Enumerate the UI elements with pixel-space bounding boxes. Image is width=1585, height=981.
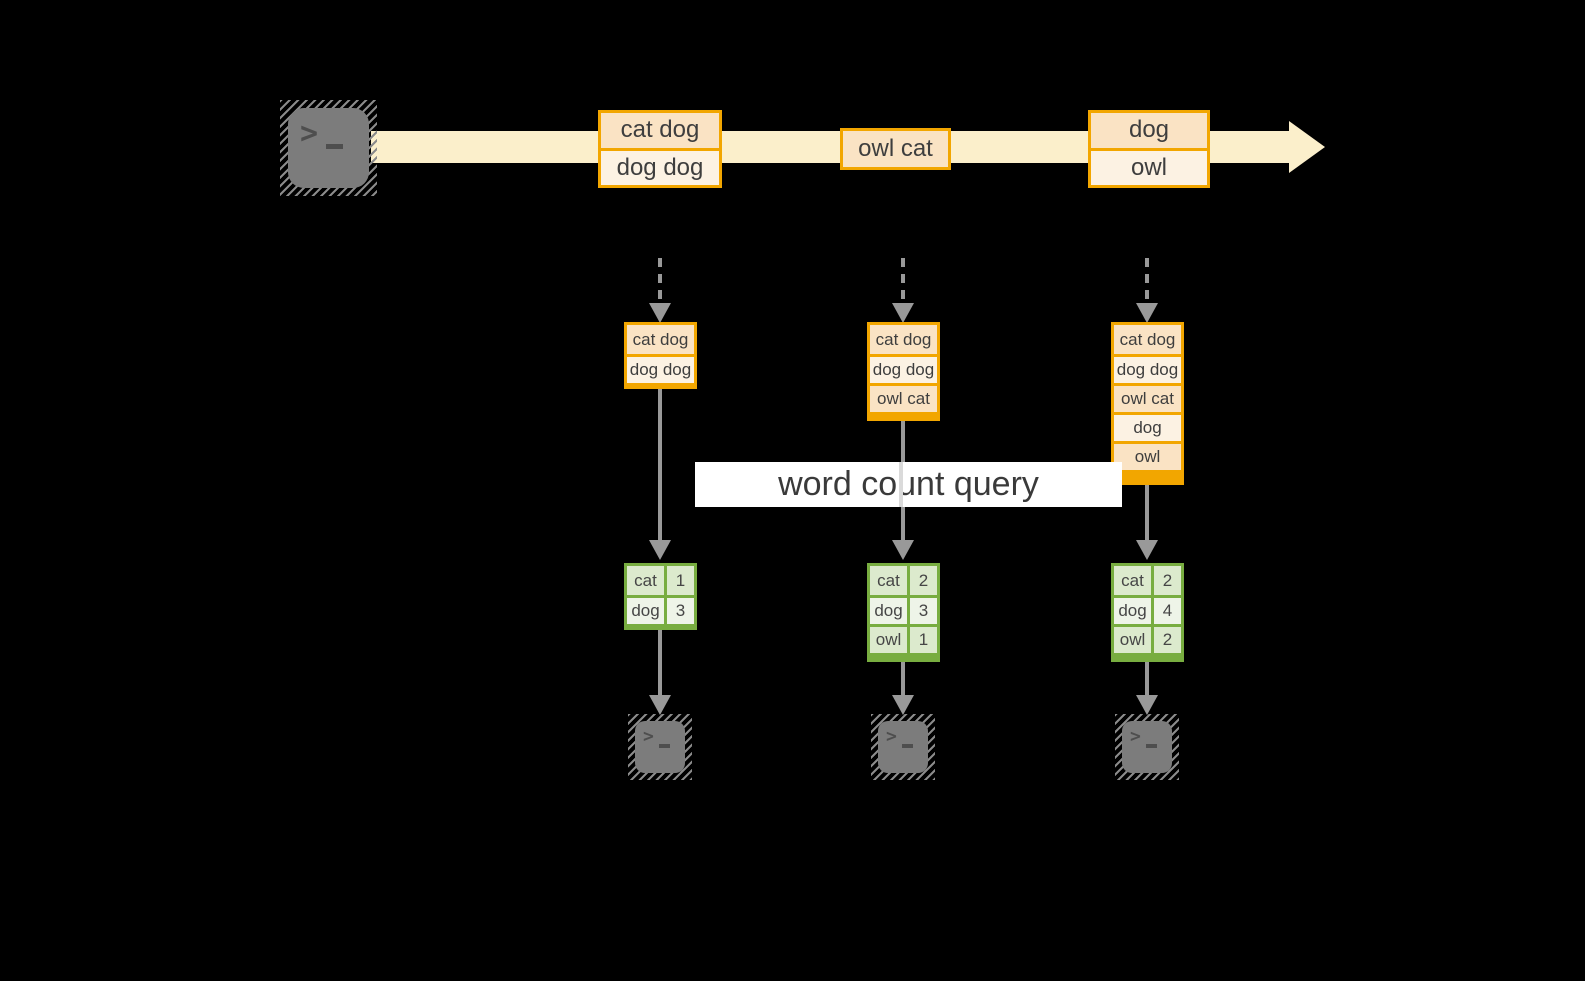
word-cell: cat bbox=[627, 566, 667, 595]
buffer-cell: cat dog bbox=[1114, 325, 1181, 354]
source-terminal-icon: > bbox=[280, 100, 377, 196]
query-arrowhead-icon bbox=[1136, 540, 1158, 560]
buffer-cell: cat dog bbox=[870, 325, 937, 354]
word-cell: cat bbox=[870, 566, 910, 595]
query-label: word count query bbox=[778, 465, 1039, 503]
word-cell: dog bbox=[1114, 598, 1154, 624]
count-cell: 4 bbox=[1154, 598, 1181, 624]
event-cell: owl cat bbox=[843, 131, 948, 167]
sink-arrowhead-icon bbox=[649, 695, 671, 715]
terminal-cursor-icon bbox=[1146, 744, 1157, 748]
event-cell: dog dog bbox=[601, 147, 719, 185]
count-cell: 2 bbox=[910, 566, 937, 595]
buffer-cell: dog bbox=[1114, 412, 1181, 441]
table-row: owl 1 bbox=[870, 624, 937, 653]
buffer-cell: owl cat bbox=[870, 383, 937, 412]
terminal-body: > bbox=[635, 721, 685, 773]
dashed-arrowhead-icon bbox=[1136, 303, 1158, 323]
word-cell: owl bbox=[870, 627, 910, 653]
word-cell: dog bbox=[870, 598, 910, 624]
count-cell: 2 bbox=[1154, 566, 1181, 595]
dashed-arrowhead-icon bbox=[649, 303, 671, 323]
word-cell: cat bbox=[1114, 566, 1154, 595]
buffer-box-2: cat dog dog dog owl cat bbox=[867, 322, 940, 421]
terminal-body: > bbox=[878, 721, 928, 773]
count-cell: 2 bbox=[1154, 627, 1181, 653]
query-arrow-line bbox=[658, 389, 662, 540]
sink-terminal-icon-3: > bbox=[1115, 714, 1179, 780]
dashed-arrow-line bbox=[1145, 258, 1149, 304]
stream-event-box-2: owl cat bbox=[840, 128, 951, 170]
buffer-cell: owl cat bbox=[1114, 383, 1181, 412]
terminal-body: > bbox=[288, 108, 369, 188]
wordcount-table-1: cat 1 dog 3 bbox=[624, 563, 697, 630]
count-cell: 1 bbox=[910, 627, 937, 653]
dashed-arrowhead-icon bbox=[892, 303, 914, 323]
terminal-cursor-icon bbox=[902, 744, 913, 748]
query-arrowhead-icon bbox=[649, 540, 671, 560]
count-cell: 1 bbox=[667, 566, 694, 595]
buffer-box-1: cat dog dog dog bbox=[624, 322, 697, 389]
terminal-prompt-icon: > bbox=[643, 726, 654, 747]
terminal-prompt-icon: > bbox=[1130, 726, 1141, 747]
table-row: owl 2 bbox=[1114, 624, 1181, 653]
stream-event-box-1: cat dog dog dog bbox=[598, 110, 722, 188]
table-row: dog 4 bbox=[1114, 595, 1181, 624]
buffer-cell: dog dog bbox=[627, 354, 694, 383]
sink-terminal-icon-2: > bbox=[871, 714, 935, 780]
wordcount-table-2: cat 2 dog 3 owl 1 bbox=[867, 563, 940, 662]
sink-arrowhead-icon bbox=[1136, 695, 1158, 715]
sink-arrow-line bbox=[901, 662, 905, 695]
table-row: cat 2 bbox=[870, 566, 937, 595]
sink-arrow-line bbox=[658, 630, 662, 695]
buffer-box-3: cat dog dog dog owl cat dog owl bbox=[1111, 322, 1184, 485]
sink-terminal-icon-1: > bbox=[628, 714, 692, 780]
query-arrowhead-icon bbox=[892, 540, 914, 560]
terminal-prompt-icon: > bbox=[886, 726, 897, 747]
wordcount-table-3: cat 2 dog 4 owl 2 bbox=[1111, 563, 1184, 662]
event-cell: owl bbox=[1091, 147, 1207, 185]
word-cell: dog bbox=[627, 598, 667, 624]
sink-arrow-line bbox=[1145, 662, 1149, 695]
count-cell: 3 bbox=[667, 598, 694, 624]
terminal-prompt-icon: > bbox=[300, 116, 319, 151]
terminal-body: > bbox=[1122, 721, 1172, 773]
query-banner-line-overlay bbox=[899, 462, 903, 507]
dashed-arrow-line bbox=[901, 258, 905, 304]
stream-event-box-3: dog owl bbox=[1088, 110, 1210, 188]
count-cell: 3 bbox=[910, 598, 937, 624]
table-row: cat 2 bbox=[1114, 566, 1181, 595]
query-banner: word count query bbox=[695, 462, 1122, 507]
buffer-cell: owl bbox=[1114, 441, 1181, 470]
buffer-cell: dog dog bbox=[870, 354, 937, 383]
table-row: cat 1 bbox=[627, 566, 694, 595]
table-row: dog 3 bbox=[870, 595, 937, 624]
event-cell: dog bbox=[1091, 113, 1207, 148]
dashed-arrow-line bbox=[658, 258, 662, 304]
table-row: dog 3 bbox=[627, 595, 694, 624]
terminal-cursor-icon bbox=[326, 144, 343, 149]
query-arrow-line bbox=[1145, 485, 1149, 540]
terminal-cursor-icon bbox=[659, 744, 670, 748]
stream-arrowhead-icon bbox=[1289, 121, 1325, 173]
word-cell: owl bbox=[1114, 627, 1154, 653]
buffer-cell: dog dog bbox=[1114, 354, 1181, 383]
sink-arrowhead-icon bbox=[892, 695, 914, 715]
buffer-cell: cat dog bbox=[627, 325, 694, 354]
event-cell: cat dog bbox=[601, 113, 719, 148]
